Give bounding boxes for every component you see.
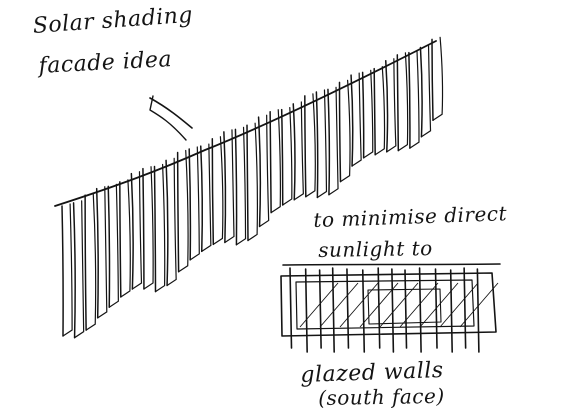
shading-fin xyxy=(200,143,212,253)
facade-return-top xyxy=(149,97,193,129)
elevation-fin xyxy=(331,267,335,353)
elevation-fin xyxy=(377,267,381,349)
elevation-top-line xyxy=(282,263,501,266)
elevation-fin xyxy=(391,268,395,353)
shading-fin xyxy=(269,109,281,214)
elevation-fin xyxy=(418,267,422,353)
shading-fin xyxy=(338,79,351,183)
facade-top-edge xyxy=(54,40,437,207)
shading-fin xyxy=(304,93,316,198)
shading-fin xyxy=(315,89,328,199)
elevation-fins xyxy=(289,267,480,353)
shading-fin xyxy=(107,183,119,308)
elevation-fin xyxy=(289,267,293,349)
facade-return-edge xyxy=(149,95,187,141)
shading-fin xyxy=(188,146,200,261)
elevation-fin xyxy=(346,268,350,349)
shading-fin xyxy=(280,106,293,206)
shading-fin xyxy=(223,129,235,244)
shading-fin xyxy=(153,163,166,293)
elevation-fin xyxy=(476,268,480,353)
shading-fin xyxy=(385,58,397,153)
elevation-fin xyxy=(304,268,308,353)
shading-fin xyxy=(130,171,143,290)
elevation-frame xyxy=(280,272,497,337)
caption-line-2: (south face) xyxy=(318,383,445,410)
shading-fin xyxy=(361,69,374,159)
hatch-line xyxy=(379,282,419,328)
note-line-2: sunlight to xyxy=(318,236,433,262)
elevation-fin xyxy=(449,269,453,353)
shading-fin xyxy=(72,200,85,339)
shading-fin xyxy=(373,66,386,156)
shading-fin xyxy=(165,157,177,287)
glazing-inner-panel xyxy=(367,288,442,325)
shading-fin xyxy=(119,179,131,298)
shading-fin xyxy=(257,114,270,228)
shading-fins xyxy=(61,36,444,339)
shading-fin xyxy=(176,149,189,273)
shading-fin xyxy=(84,192,97,331)
elevation-fin xyxy=(404,269,408,349)
elevation-fin xyxy=(434,268,438,349)
elevation-fin xyxy=(361,269,366,353)
shading-fin xyxy=(431,36,444,122)
shading-fin xyxy=(234,126,247,246)
shading-fin xyxy=(292,101,304,201)
shading-fin xyxy=(350,72,362,167)
elevation-fin xyxy=(318,269,322,349)
facade-perspective xyxy=(54,36,444,339)
shading-fin xyxy=(95,186,108,319)
elevation-fin xyxy=(463,267,467,349)
shading-fin xyxy=(396,52,409,152)
shading-fin xyxy=(211,136,224,246)
hatch-line xyxy=(439,282,479,328)
shading-fin xyxy=(246,122,259,242)
glazing-panel xyxy=(295,279,475,330)
shading-fin xyxy=(419,44,432,138)
hatch-line xyxy=(339,282,379,328)
shading-fin xyxy=(327,86,339,196)
shading-fin xyxy=(142,166,154,290)
glazed-wall-elevation xyxy=(280,263,501,353)
hatch-line xyxy=(459,282,499,328)
hatch-line xyxy=(319,282,359,328)
shading-fin xyxy=(61,203,73,337)
shading-fin xyxy=(408,50,420,149)
